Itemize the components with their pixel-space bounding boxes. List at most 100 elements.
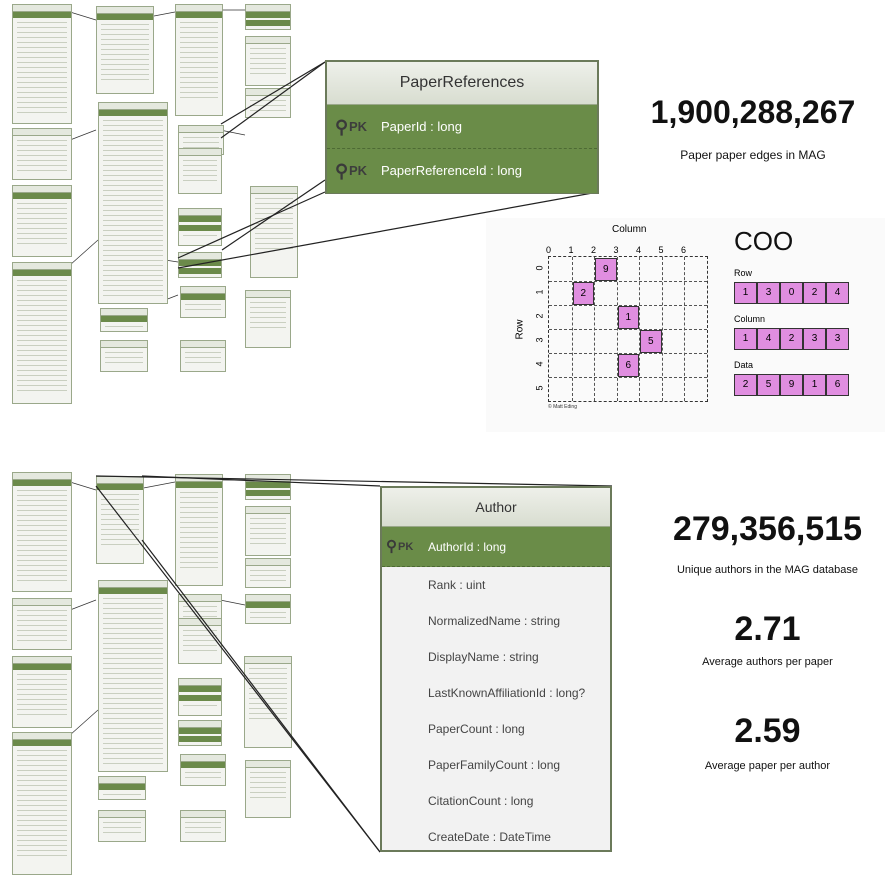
- coo-grid-line: [549, 281, 707, 282]
- zoom-row: CitationCount : long: [382, 783, 610, 819]
- field-rank: Rank : uint: [428, 578, 486, 592]
- mini-table: [98, 580, 168, 772]
- stat-paper-edges-caption: Paper paper edges in MAG: [680, 148, 826, 162]
- zoom-row: Rank : uint: [382, 567, 610, 603]
- coo-row-tick: 0: [534, 265, 545, 271]
- coo-grid-line: [549, 305, 707, 306]
- mini-table: [98, 102, 168, 304]
- mini-table: [12, 656, 72, 728]
- coo-row-tick: 5: [534, 385, 545, 391]
- zoom-row: ⚲ PK PaperReferenceId : long: [327, 149, 597, 193]
- mini-table: [100, 308, 148, 332]
- field-displayname: DisplayName : string: [428, 650, 539, 664]
- coo-array-cell: 3: [757, 282, 780, 304]
- mini-table: [245, 558, 291, 588]
- mini-table: [12, 4, 72, 124]
- zoom-row: LastKnownAffiliationId : long?: [382, 675, 610, 711]
- mini-table: [245, 594, 291, 624]
- coo-column-label: Column: [612, 224, 647, 235]
- coo-title: COO: [734, 226, 794, 256]
- mini-table: [12, 128, 72, 180]
- coo-credit: © Matt Eding: [548, 404, 577, 410]
- stat-avg-papers: 2.59: [734, 712, 801, 750]
- field-papercount: PaperCount : long: [428, 722, 525, 736]
- key-icon: ⚲: [335, 117, 349, 137]
- field-paperfamilycount: PaperFamilyCount : long: [428, 758, 561, 772]
- coo-col-tick: 1: [568, 245, 574, 255]
- field-citationcount: CitationCount : long: [428, 794, 534, 808]
- mini-table: [245, 760, 291, 818]
- coo-array-cell: 2: [734, 374, 757, 396]
- mini-table: [175, 474, 223, 586]
- coo-array-cell: 5: [757, 374, 780, 396]
- mini-table: [245, 506, 291, 556]
- mini-table: [178, 208, 222, 246]
- mini-table: [180, 340, 226, 372]
- mini-table: [12, 732, 72, 875]
- coo-col-tick: 4: [636, 245, 642, 255]
- mini-table: [250, 186, 298, 278]
- zoom-row: ⚲ PK AuthorId : long: [382, 527, 610, 567]
- key-icon: ⚲: [386, 538, 397, 555]
- stat-avg-papers-caption: Average paper per author: [704, 760, 831, 772]
- mini-table: [180, 754, 226, 786]
- bottom-zoom-lines: [95, 475, 613, 853]
- coo-row-label: Row: [514, 319, 526, 340]
- coo-cell: 9: [595, 258, 617, 281]
- top-zoom-lines: [177, 61, 599, 269]
- coo-col-tick: 6: [681, 245, 687, 255]
- mini-table: [245, 290, 291, 348]
- zoom-title: Author: [382, 488, 610, 527]
- mini-table: [178, 720, 222, 746]
- mini-table: [98, 776, 146, 800]
- coo-row-tick: 3: [534, 337, 545, 343]
- pk-label: PK: [349, 163, 368, 178]
- mini-table: [178, 252, 222, 278]
- coo-array-cell: 4: [757, 328, 780, 350]
- stat-avg-authors-caption: Average authors per paper: [702, 656, 833, 668]
- mini-table: [180, 810, 226, 842]
- zoom-title: PaperReferences: [327, 62, 597, 105]
- mini-table: [12, 472, 72, 592]
- mini-table: [175, 4, 223, 116]
- zoom-row: NormalizedName : string: [382, 603, 610, 639]
- coo-col-tick: 0: [546, 245, 552, 255]
- coo-cell: 2: [572, 282, 594, 305]
- coo-array-cell: 6: [826, 374, 849, 396]
- coo-array-cell: 2: [780, 328, 803, 350]
- coo-col-tick: 3: [613, 245, 619, 255]
- coo-cell: 1: [617, 306, 639, 329]
- coo-array-cell: 2: [803, 282, 826, 304]
- pk-label: PK: [349, 119, 368, 134]
- field-paperid: PaperId : long: [381, 119, 462, 134]
- coo-grid-line: [549, 329, 707, 330]
- mini-table: [12, 262, 72, 404]
- coo-array-data-label: Data: [734, 360, 754, 370]
- coo-array-cell: 0: [780, 282, 803, 304]
- zoom-row: PaperFamilyCount : long: [382, 747, 610, 783]
- mini-table: [96, 6, 154, 94]
- mini-table: [12, 598, 72, 650]
- coo-col-tick: 5: [658, 245, 664, 255]
- field-normalizedname: NormalizedName : string: [428, 614, 561, 628]
- field-lastknownaffiliationid: LastKnownAffiliationId : long?: [428, 686, 586, 700]
- bottom-schema-diagram: [0, 470, 330, 875]
- stat-unique-authors: 279,356,515: [672, 510, 863, 548]
- field-authorid: AuthorId : long: [428, 540, 507, 554]
- mini-table: [98, 810, 146, 842]
- mini-table: [245, 4, 291, 30]
- paperreferences-zoom: PaperReferences ⚲ PK PaperId : long ⚲ PK…: [325, 60, 599, 194]
- zoom-row: ⚲ PK PaperId : long: [327, 105, 597, 149]
- coo-array-cell: 1: [734, 282, 757, 304]
- stat-avg-authors: 2.71: [734, 610, 801, 648]
- coo-array-cell: 3: [826, 328, 849, 350]
- mini-table: [96, 476, 144, 564]
- coo-array-cell: 1: [803, 374, 826, 396]
- coo-array-col-label: Column: [734, 314, 766, 324]
- stat-unique-authors-caption: Unique authors in the MAG database: [676, 564, 858, 576]
- mini-table: [180, 286, 226, 318]
- coo-array-cell: 3: [803, 328, 826, 350]
- coo-row-tick: 2: [534, 313, 545, 319]
